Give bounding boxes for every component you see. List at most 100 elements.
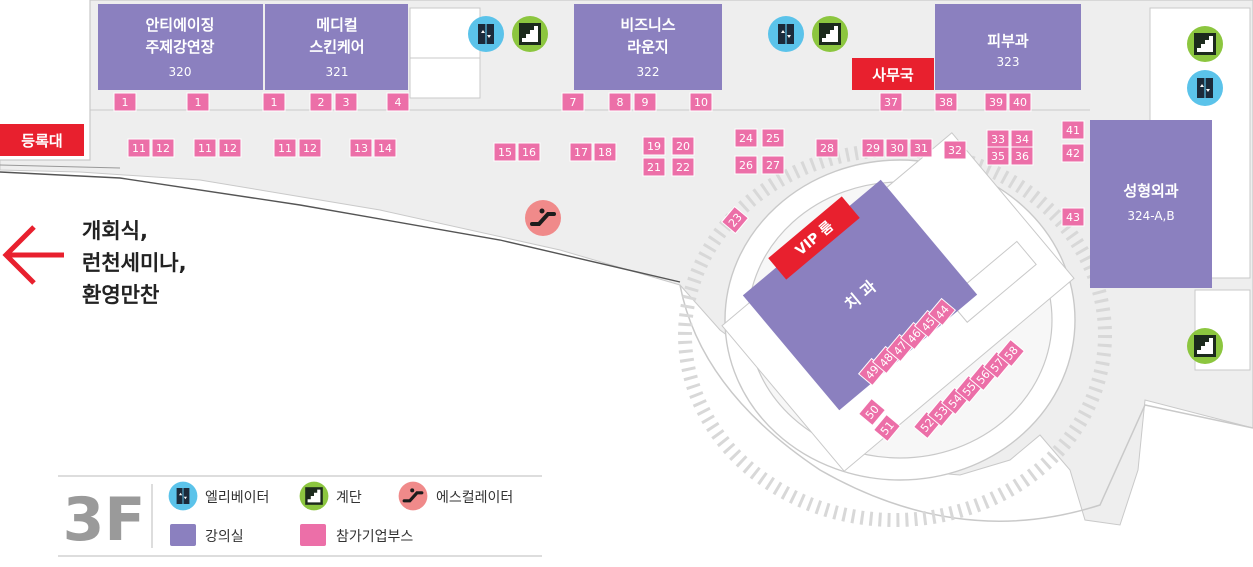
booth-number: 24 [739,132,753,145]
elevator-icon [467,15,505,53]
booth-number: 42 [1066,147,1080,160]
booth-42: 42 [1061,143,1085,163]
booth-38: 38 [934,92,958,112]
lecture-room-swatch [170,524,196,546]
booth-1: 1 [186,92,210,112]
booth-number: 8 [617,96,624,109]
booth-11: 11 [127,138,151,158]
legend-exhibitor-booth: 참가기업부스 [336,529,413,545]
elevator-icon [168,481,198,511]
booth-34: 34 [1010,129,1034,149]
room-323-number: 323 [997,55,1020,69]
room-323: 피부과 323 [935,4,1081,90]
booth-28: 28 [815,138,839,158]
booth-number: 13 [354,142,368,155]
legend: 3F 엘리베이터 계단 에스컬레이터 강의실 참가기업부스 [58,475,542,557]
booth-number: 12 [223,142,237,155]
booth-35: 35 [986,146,1010,166]
booth-12: 12 [218,138,242,158]
booth-11: 11 [193,138,217,158]
legend-escalator: 에스컬레이터 [436,490,513,506]
booth-number: 4 [395,96,402,109]
booth-21: 21 [642,157,666,177]
booth-16: 16 [517,142,541,162]
booth-2: 2 [309,92,333,112]
booth-number: 1 [271,96,278,109]
booth-number: 12 [156,142,170,155]
booth-number: 1 [122,96,129,109]
booth-24: 24 [734,128,758,148]
booth-number: 9 [642,96,649,109]
booth-51: 51 [872,413,902,443]
booth-number: 38 [939,96,953,109]
booth-58: 58 [996,338,1026,368]
registration-label: 등록대 [21,132,62,150]
booth-31: 31 [909,138,933,158]
booth-number: 11 [278,142,292,155]
booth-number: 12 [303,142,317,155]
room-320-line2: 주제강연장 [145,38,214,56]
booth-1: 1 [262,92,286,112]
escalator-icon [397,480,429,512]
booth-30: 30 [885,138,909,158]
booth-number: 14 [378,142,392,155]
booth-50: 50 [857,397,887,427]
room-320-line1: 안티에이징 [145,16,214,34]
room-322-number: 322 [637,65,660,79]
room-dental: 치 과 [742,179,978,411]
booth-3: 3 [334,92,358,112]
room-324: 성형외과 324-A,B [1090,120,1212,288]
booth-number: 29 [866,142,880,155]
escalator-icon [523,198,563,238]
booth-number: 11 [198,142,212,155]
booth-number: 15 [498,146,512,159]
booth-44: 44 [927,297,957,327]
stairs-icon [512,16,548,52]
booth-number: 43 [1066,211,1080,224]
room-321-line2: 스킨케어 [309,38,364,56]
registration-desk: 등록대 [0,124,84,156]
room-321: 메디컬 스킨케어 321 [265,4,408,90]
booth-22: 22 [671,157,695,177]
booth-number: 11 [132,142,146,155]
room-324-line1: 성형외과 [1123,182,1178,200]
booth-number: 19 [647,140,661,153]
booth-17: 17 [569,142,593,162]
stairs-icon [1187,26,1223,62]
booth-18: 18 [593,142,617,162]
booth-number: 20 [676,140,690,153]
room-323-line1: 피부과 [987,32,1029,50]
booth-23: 23 [720,205,750,235]
booth-19: 19 [642,136,666,156]
booth-number: 7 [570,96,577,109]
nav-label-line2: 런천세미나, [82,251,187,275]
booth-number: 17 [574,146,588,159]
booth-number: 31 [914,142,928,155]
arrow-left-icon [2,225,64,285]
booth-13: 13 [349,138,373,158]
booth-15: 15 [493,142,517,162]
booth-43: 43 [1061,207,1085,227]
booth-14: 14 [373,138,397,158]
booth-number: 39 [989,96,1003,109]
booth-number: 35 [991,150,1005,163]
booth-number: 25 [766,132,780,145]
booth-1: 1 [113,92,137,112]
booth-number: 27 [766,159,780,172]
room-322-line2: 라운지 [627,38,668,56]
legend-lecture-room: 강의실 [205,529,244,545]
elevator-icon [767,15,805,53]
stairs-icon [812,16,848,52]
booth-41: 41 [1061,120,1085,140]
booth-number: 40 [1013,96,1027,109]
booth-number: 3 [343,96,350,109]
booth-7: 7 [561,92,585,112]
stairs-icon [1187,328,1223,364]
booth-32: 32 [943,140,967,160]
booth-10: 10 [689,92,713,112]
room-321-line1: 메디컬 [316,16,357,34]
booth-number: 16 [522,146,536,159]
booth-number: 30 [890,142,904,155]
